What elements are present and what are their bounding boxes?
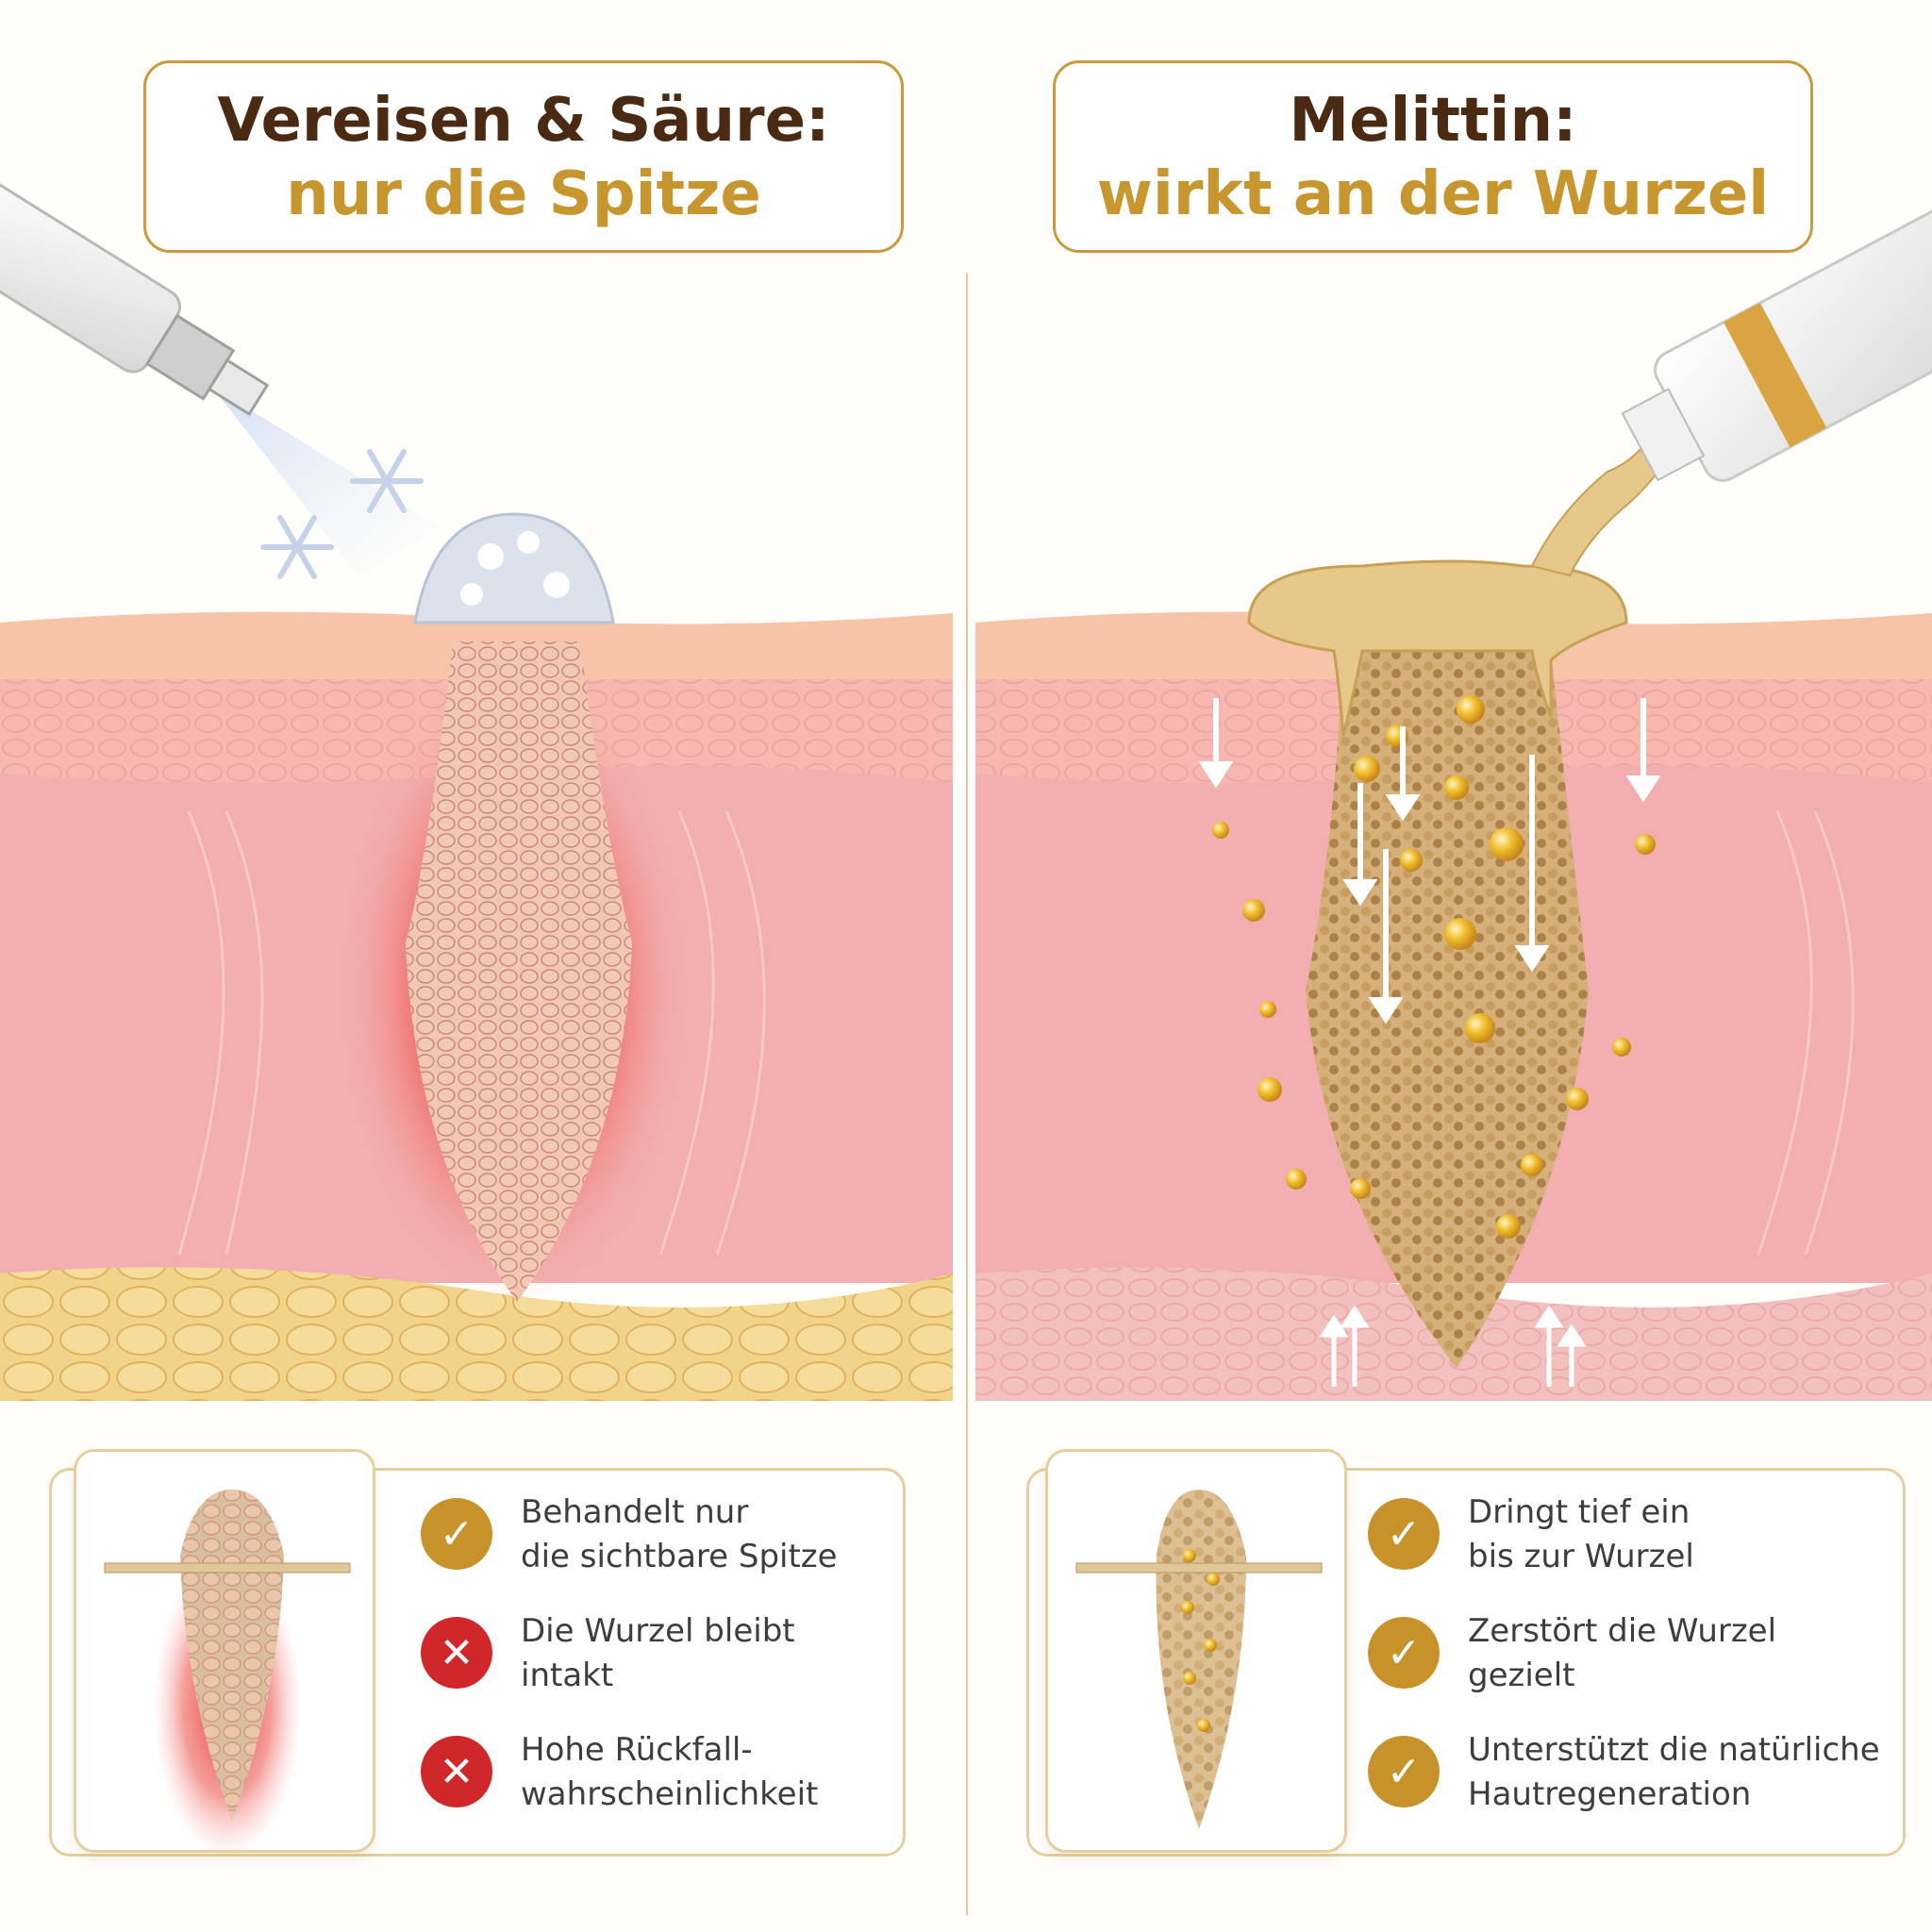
panel-divider <box>966 274 968 1915</box>
check-icon: ✓ <box>1368 1498 1440 1570</box>
right-subtitle: wirkt an der Wurzel <box>1096 159 1770 229</box>
left-title-box: Vereisen & Säure: nur die Spitze <box>143 60 904 253</box>
left-skin-illustration <box>0 156 953 1401</box>
check-icon: ✓ <box>421 1498 492 1570</box>
check-icon: ✓ <box>1368 1617 1440 1689</box>
list-item-text: Dringt tief ein bis zur Wurzel <box>1468 1493 1694 1575</box>
check-icon: ✓ <box>1368 1736 1440 1807</box>
list-item-text: Unterstützt die natürliche Hautregenerat… <box>1468 1731 1880 1813</box>
right-panel: Melittin: wirkt an der Wurzel ✓ Dringt t… <box>966 0 1932 1932</box>
cross-icon: ✕ <box>421 1736 492 1807</box>
arrow-up-icon <box>1319 1305 1587 1387</box>
list-item-text: Zerstört die Wurzel gezielt <box>1468 1612 1777 1694</box>
left-subtitle: nur die Spitze <box>286 159 761 229</box>
snowflake-icon <box>350 449 424 513</box>
list-item-text: Die Wurzel bleibt intakt <box>521 1612 795 1694</box>
arrow-down-icon <box>1198 698 1661 1024</box>
right-title-box: Melittin: wirkt an der Wurzel <box>1053 60 1813 253</box>
right-title: Melittin: <box>1289 86 1577 156</box>
left-thumbnail <box>74 1449 375 1856</box>
left-panel: Vereisen & Säure: nur die Spitze ✓ Behan… <box>0 60 953 1857</box>
left-title: Vereisen & Säure: <box>217 86 830 156</box>
list-item-text: Behandelt nur die sichtbare Spitze <box>521 1493 838 1575</box>
snowflake-icon <box>260 515 334 579</box>
right-skin-illustration <box>975 208 1932 1401</box>
gold-particle-group <box>1212 695 1656 1239</box>
cross-icon: ✕ <box>421 1617 492 1689</box>
right-thumbnail <box>1045 1449 1347 1853</box>
list-item-text: Hohe Rückfall- wahrscheinlichkeit <box>521 1731 819 1813</box>
